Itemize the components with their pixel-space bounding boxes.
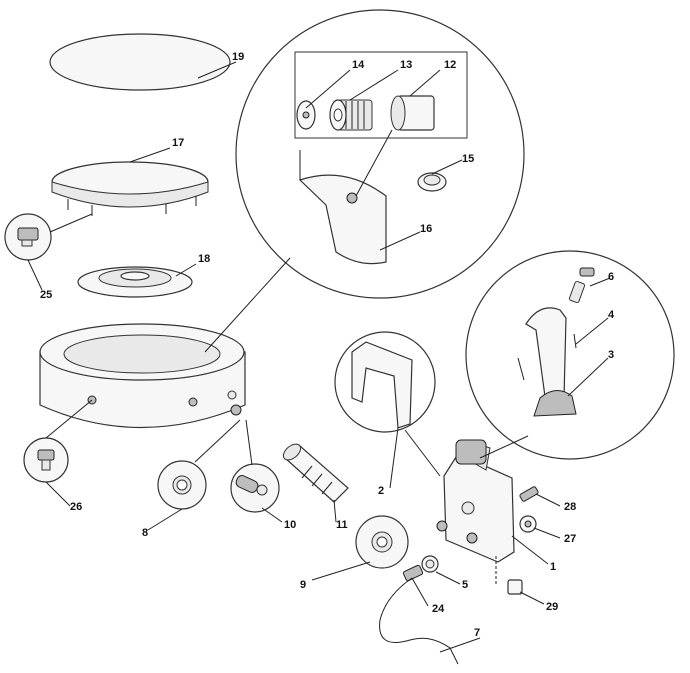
label-10: 10 <box>284 519 296 531</box>
filter-detail-zoom <box>235 9 525 299</box>
label-18: 18 <box>198 253 210 265</box>
label-15: 15 <box>462 153 474 165</box>
label-27: 27 <box>564 533 576 545</box>
pump-fittings <box>402 486 539 595</box>
part-17-lid <box>51 161 209 216</box>
label-3: 3 <box>608 349 614 361</box>
label-6: 6 <box>608 271 614 283</box>
callout-lines <box>27 61 611 653</box>
hose-connector-detail-zoom <box>465 250 675 460</box>
part-19-cover-membrane <box>49 33 231 91</box>
part-2-bracket <box>334 331 436 433</box>
label-24: 24 <box>432 603 445 615</box>
label-4: 4 <box>608 309 615 321</box>
part-9-seal <box>355 515 409 569</box>
part-11-adapter <box>282 443 349 503</box>
leader-lines <box>45 213 529 477</box>
label-13: 13 <box>400 59 412 71</box>
label-17: 17 <box>172 137 184 149</box>
label-12: 12 <box>444 59 456 71</box>
label-9: 9 <box>300 579 306 591</box>
part-7-power-cord <box>379 577 459 665</box>
label-29: 29 <box>546 601 558 613</box>
label-25: 25 <box>40 289 52 301</box>
part-26-connector <box>23 437 69 483</box>
spa-pool-body <box>39 323 246 429</box>
label-14: 14 <box>352 59 365 71</box>
label-19: 19 <box>232 51 244 63</box>
part-10-valve <box>230 463 280 513</box>
label-8: 8 <box>142 527 148 539</box>
label-2: 2 <box>378 485 384 497</box>
part-8-seal <box>157 460 207 510</box>
label-5: 5 <box>462 579 468 591</box>
part-labels: 19 17 18 25 26 8 10 11 9 14 13 12 15 16 … <box>40 51 615 639</box>
part-1-pump-unit <box>436 439 515 563</box>
part-18-ground-cloth <box>77 266 193 298</box>
label-7: 7 <box>474 627 480 639</box>
label-1: 1 <box>550 561 556 573</box>
label-28: 28 <box>564 501 576 513</box>
label-26: 26 <box>70 501 82 513</box>
label-11: 11 <box>336 519 348 531</box>
part-25-buckle <box>4 213 52 261</box>
label-16: 16 <box>420 223 432 235</box>
